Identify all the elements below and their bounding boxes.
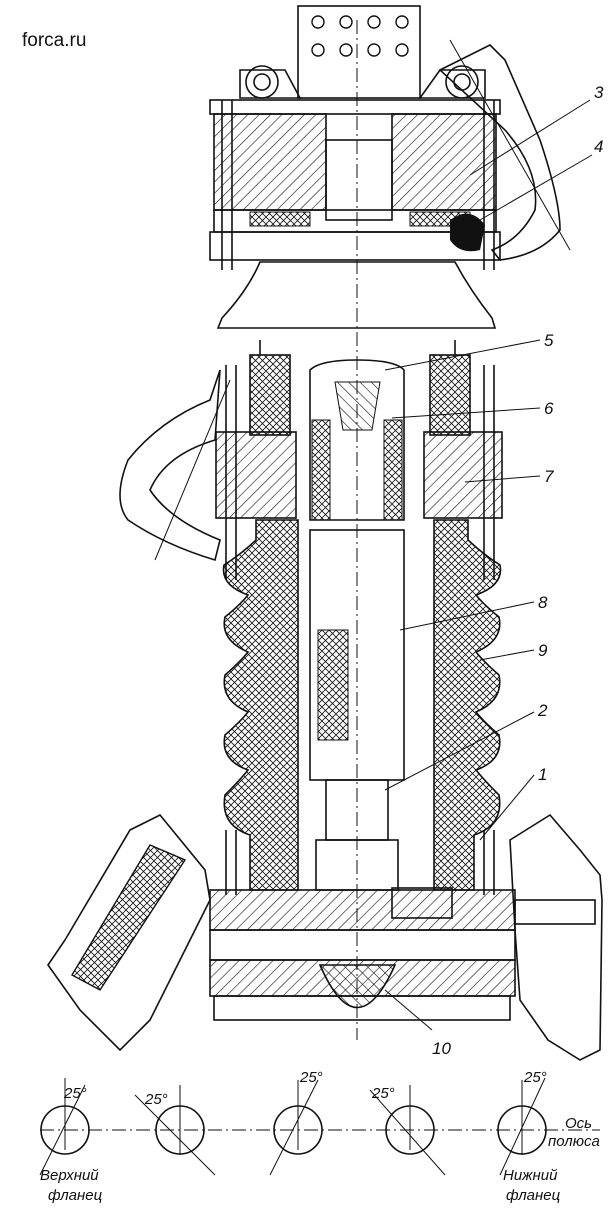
callout-3: 3 [594, 83, 604, 102]
callout-5: 5 [544, 331, 554, 350]
flange-diagram-2: 25° [134, 1085, 216, 1176]
lower-flange-label-line1: Нижний [503, 1167, 558, 1184]
upper-flange-label-line2: фланец [48, 1187, 103, 1204]
flange-diagram-3: 25° [269, 1069, 323, 1176]
insulating-rod [309, 529, 405, 891]
angle-label-1: 25° [63, 1085, 87, 1102]
middle-arcing-horn [119, 369, 231, 562]
angle-label-3: 25° [299, 1069, 323, 1086]
site-watermark: forca.ru [22, 30, 87, 51]
right-drive-housing [509, 813, 603, 1061]
top-arcing-horn [438, 39, 571, 261]
angle-label-2: 25° [144, 1091, 168, 1108]
flange-diagram-1: 25° [39, 1078, 90, 1176]
angle-label-4: 25° [371, 1085, 395, 1102]
contact-socket [309, 359, 405, 521]
callout-10: 10 [432, 1039, 451, 1058]
callout-7: 7 [544, 467, 554, 486]
angle-label-5: 25° [523, 1069, 547, 1086]
intermediate-flange [215, 354, 503, 580]
top-mounting-bracket [239, 5, 486, 99]
callout-1: 1 [538, 765, 547, 784]
upper-insulator-disc [216, 261, 497, 329]
callout-8: 8 [538, 593, 548, 612]
upper-flange-label-line1: Верхний [40, 1167, 99, 1184]
callout-4: 4 [594, 137, 603, 156]
pole-axis-label-line1: Ось [565, 1115, 592, 1132]
callout-6: 6 [544, 399, 554, 418]
callout-9: 9 [538, 641, 548, 660]
flange-diagram-5: 25° [497, 1069, 547, 1176]
flange-diagram-4: 25° [369, 1085, 446, 1176]
left-drive-link [47, 813, 211, 1052]
porcelain-insulator [222, 519, 502, 891]
lower-flange-label-line2: фланец [506, 1187, 561, 1204]
pole-axis-label-line2: полюса [548, 1133, 600, 1150]
callout-2: 2 [537, 701, 548, 720]
leader-lines [384, 99, 593, 1031]
lower-flange-bolts [225, 830, 495, 895]
base-housing [209, 887, 596, 1021]
